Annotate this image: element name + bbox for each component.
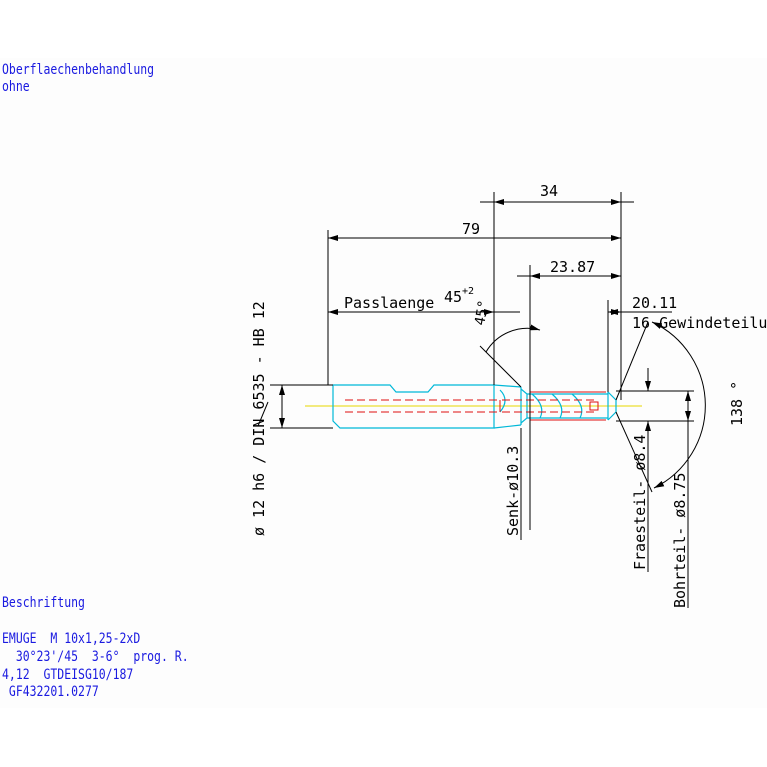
dim-angle-138: 138 ° [728,381,746,426]
label-line-2: 30°23'/45 3-6° prog. R. [2,649,189,665]
tool-body [332,384,617,429]
label-title: Beschriftung [2,595,85,611]
drawing-sheet [0,58,767,708]
label-line-3: 4,12 GTDEISG10/187 [2,667,134,683]
dim-45-tolerance: +2 [462,286,474,297]
dim-2387: 23.87 [550,258,595,276]
dimension-texts: 34 79 23.87 20.11 Passlaenge 45 +2 45° 1… [250,182,767,608]
surface-treatment-value: ohne [2,79,30,95]
dim-angle-45: 45° [472,299,492,327]
dimension-lines [257,192,706,608]
dim-fraesteil: Fraesteil- ø8.4 [631,435,649,570]
dim-bohrteil: Bohrteil- ø8.75 [671,473,689,608]
surface-treatment-title: Oberflaechenbehandlung [2,62,155,78]
dim-45: 45 [444,288,462,306]
dim-2011: 20.11 [632,294,677,312]
dim-79: 79 [462,220,480,238]
dim-senk: Senk-ø10.3 [504,446,522,536]
dim-34: 34 [540,182,558,200]
dim-passlaenge: Passlaenge [344,294,434,312]
thread-lines [345,391,606,421]
label-line-1: EMUGE M 10x1,25-2xD [2,631,141,647]
dim-gewinde: 16 Gewindeteilungen [632,314,767,332]
dim-shank: ø 12 h6 / DIN 6535 - HB 12 [250,301,268,536]
label-line-4: GF432201.0277 [2,684,99,700]
